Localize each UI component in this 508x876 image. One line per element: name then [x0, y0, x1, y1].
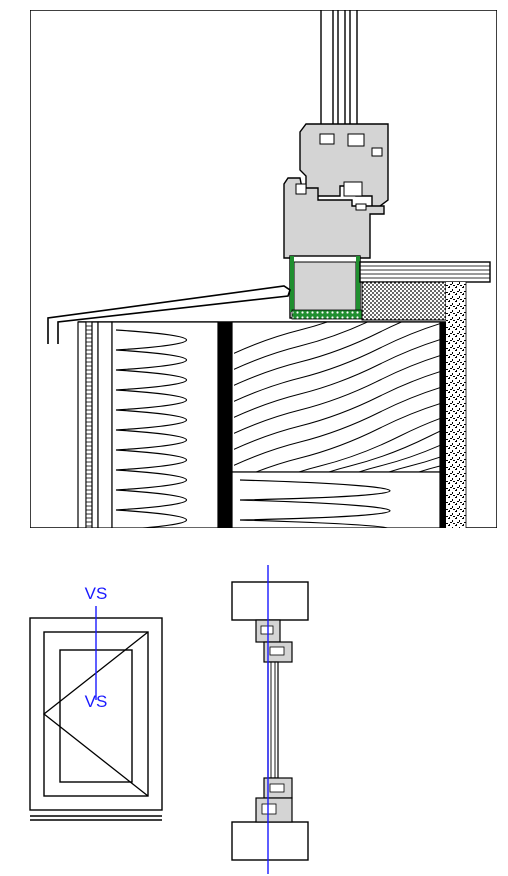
sill-seal — [291, 309, 363, 320]
vapour-membrane — [218, 322, 232, 528]
section-mark-bottom: VS — [85, 692, 108, 711]
opening-direction-mark — [42, 631, 149, 797]
exterior-cladding — [77, 321, 113, 528]
sill-adapter — [289, 255, 363, 320]
glazing-panes — [320, 10, 358, 129]
schematic-glass — [267, 661, 279, 779]
head-profiles — [255, 619, 293, 663]
sill-wall-block — [231, 821, 309, 861]
exterior-sill-flashing — [47, 285, 291, 344]
vertical-section-schematic — [231, 565, 309, 874]
interior-window-board — [359, 261, 491, 283]
head-wall-block — [231, 581, 309, 621]
wall-insulation — [111, 321, 219, 528]
window-elevation: VS VS — [29, 584, 163, 821]
timber-beam — [231, 321, 441, 528]
insulation-foam-filler — [361, 281, 447, 321]
interior-plaster — [446, 282, 466, 528]
section-mark-top: VS — [85, 584, 108, 603]
section-detail — [30, 10, 497, 528]
sill-profiles — [255, 777, 293, 823]
